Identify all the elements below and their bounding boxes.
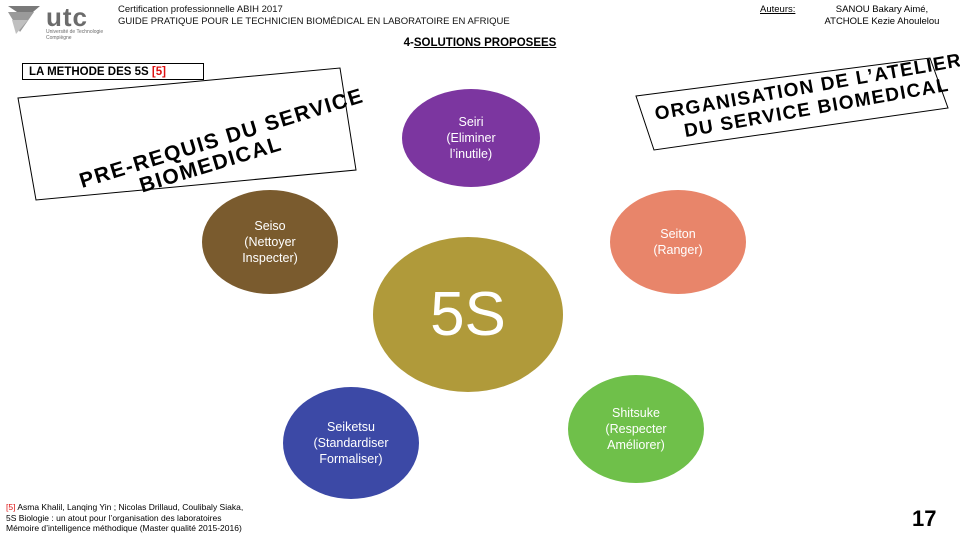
utc-logo-mark (8, 6, 40, 34)
method-ref: [5] (151, 66, 166, 78)
section-title: 4-SOLUTIONS PROPOSEES (403, 37, 557, 49)
reference-note: [5] Asma Khalil, Lanqing Yin ; Nicolas D… (6, 502, 244, 533)
right-banner: ORGANISATION DE L’ATELIER DU SERVICE BIO… (635, 50, 960, 151)
center-5s-circle: 5S (373, 237, 563, 392)
logo-word: utc (46, 2, 88, 32)
authors: SANOU Bakary Aimé, ATCHOLE Kezie Ahoulel… (824, 4, 940, 27)
header-line-1: Certification professionnelle ABIH 2017 (118, 4, 283, 15)
seiri-circle: Seiri (Eliminer l’inutile) (402, 89, 540, 187)
utc-logo: utc Université de Technologie Compiègne (6, 2, 114, 42)
shitsuke-circle: Shitsuke (Respecter Améliorer) (568, 375, 704, 483)
seiso-circle: Seiso (Nettoyer Inspecter) (202, 190, 338, 294)
method-title-box: LA METHODE DES 5S [5] (22, 63, 204, 80)
authors-label: Auteurs: (760, 4, 796, 15)
header-line-2: GUIDE PRATIQUE POUR LE TECHNICIEN BIOMÉD… (118, 16, 510, 27)
left-banner: PRE-REQUIS DU SERVICE BIOMEDICAL (17, 67, 367, 201)
right-banner-frame (635, 57, 949, 151)
seiketsu-circle: Seiketsu (Standardiser Formaliser) (283, 387, 419, 499)
page-number: 17 (912, 506, 937, 531)
seiton-circle: Seiton (Ranger) (610, 190, 746, 294)
left-banner-frame (17, 67, 357, 201)
logo-subtitle: Université de Technologie Compiègne (46, 29, 104, 41)
